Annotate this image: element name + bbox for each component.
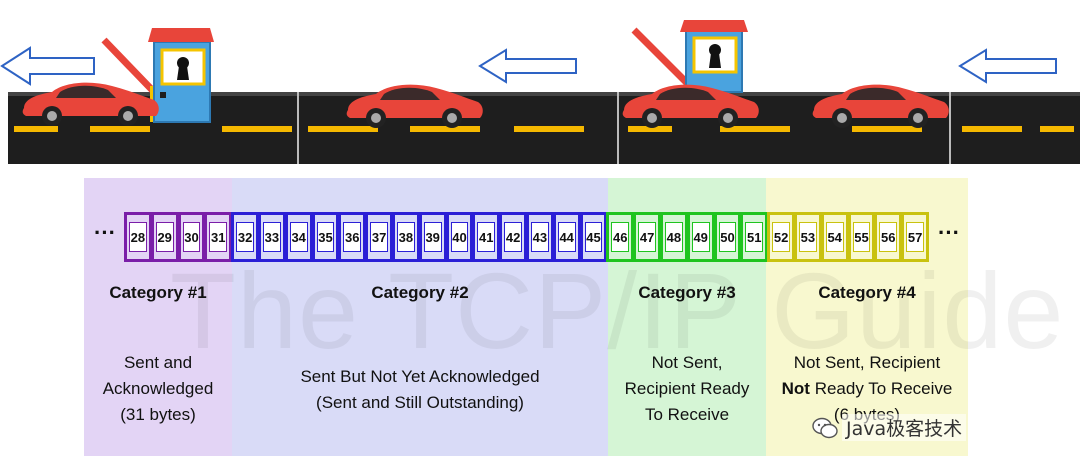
category-1-desc-line: Acknowledged [102, 379, 214, 398]
byte-number: 34 [289, 221, 308, 253]
byte-cell: 57 [901, 212, 929, 262]
byte-number: 32 [236, 221, 254, 253]
byte-number: 56 [879, 221, 898, 253]
byte-cell: 47 [633, 212, 661, 262]
category-4-title: Category #4 [818, 283, 916, 302]
byte-number: 35 [316, 221, 335, 253]
category-2-desc-line: Sent But Not Yet Acknowledged [300, 367, 540, 386]
byte-number: 51 [745, 221, 764, 253]
byte-number: 44 [557, 221, 576, 253]
byte-number: 30 [182, 221, 201, 253]
byte-cell: 52 [767, 212, 795, 262]
byte-number: 28 [129, 221, 147, 253]
byte-cell: 28 [124, 212, 152, 262]
byte-cell: 37 [365, 212, 393, 262]
byte-number: 57 [906, 221, 924, 253]
category-2-description: Sent But Not Yet Acknowledged (Sent and … [232, 364, 608, 416]
byte-cell: 32 [231, 212, 259, 262]
byte-cell: 42 [499, 212, 527, 262]
byte-number: 39 [423, 221, 442, 253]
byte-number: 53 [799, 221, 817, 253]
byte-number: 42 [504, 221, 522, 253]
category-1-title: Category #1 [109, 283, 207, 302]
category-4-desc-emphasis: Not [781, 379, 810, 398]
byte-cell: 31 [204, 212, 233, 262]
byte-cell: 43 [526, 212, 554, 262]
byte-cell: 40 [445, 212, 474, 262]
arrow-left-icon [958, 48, 1057, 84]
category-1-description: Sent and Acknowledged (31 bytes) [84, 350, 232, 428]
car-icon [622, 84, 759, 128]
byte-number: 49 [691, 221, 710, 253]
byte-number: 52 [772, 221, 790, 253]
category-2-title: Category #2 [371, 283, 469, 302]
car-icon [812, 84, 949, 128]
byte-number: 38 [397, 221, 415, 253]
byte-number: 31 [209, 221, 228, 253]
byte-cell: 30 [177, 212, 206, 262]
byte-cell: 56 [874, 212, 903, 262]
category-4-desc-rest: Ready To Receive [809, 379, 953, 398]
byte-number: 41 [477, 221, 496, 253]
chat-bubble-icon [812, 417, 838, 439]
road-scene [0, 20, 1080, 164]
lane-markings [14, 126, 1074, 132]
byte-number: 46 [611, 221, 630, 253]
arrow-left-icon [0, 46, 95, 86]
byte-cell: 53 [794, 212, 822, 262]
byte-cell: 55 [847, 212, 876, 262]
car-icon [22, 82, 159, 126]
toll-booth-icon [101, 28, 214, 123]
byte-cell: 38 [392, 212, 420, 262]
byte-cell: 33 [258, 212, 286, 262]
byte-cell: 51 [740, 212, 769, 262]
credit-text: Java极客技术 [842, 414, 967, 441]
category-2-desc-line: (Sent and Still Outstanding) [316, 393, 524, 412]
byte-number: 36 [343, 221, 362, 253]
category-3-title: Category #3 [638, 283, 736, 302]
byte-cell: 34 [284, 212, 313, 262]
byte-number: 29 [155, 221, 174, 253]
byte-number: 48 [665, 221, 683, 253]
category-3-desc-line: To Receive [644, 405, 730, 424]
category-4-desc-line: Not Sent, Recipient [793, 353, 941, 372]
byte-number: 55 [852, 221, 871, 253]
byte-cell: 29 [150, 212, 179, 262]
byte-cell: 50 [713, 212, 742, 262]
byte-number: 33 [263, 221, 281, 253]
byte-cell: 48 [660, 212, 688, 262]
byte-cell: 46 [606, 212, 635, 262]
byte-number: 47 [638, 221, 656, 253]
leading-ellipsis: ··· [94, 220, 116, 245]
category-3-description: Not Sent, Recipient Ready To Receive [608, 350, 766, 428]
byte-cell: 45 [579, 212, 608, 262]
toll-booth-icon [631, 20, 748, 93]
byte-cell: 44 [552, 212, 581, 262]
category-3-desc-line: Recipient Ready [624, 379, 750, 398]
byte-number: 50 [718, 221, 737, 253]
watermark: The TCP/IP Guide [170, 250, 1065, 371]
byte-cell: 41 [472, 212, 501, 262]
byte-number: 43 [531, 221, 549, 253]
byte-cell: 49 [686, 212, 715, 262]
category-4-desc-line: Not Ready To Receive [766, 376, 968, 402]
arrow-left-icon [478, 48, 577, 84]
byte-number: 40 [450, 221, 469, 253]
byte-number: 54 [825, 221, 844, 253]
byte-cell: 36 [338, 212, 367, 262]
byte-cell: 35 [311, 212, 340, 262]
category-3-desc-line: Not Sent, [651, 353, 723, 372]
trailing-ellipsis: ··· [938, 220, 960, 245]
byte-number: 45 [584, 221, 603, 253]
category-1-desc-line: Sent and [123, 353, 193, 372]
category-1-desc-line: (31 bytes) [120, 405, 196, 424]
byte-number: 37 [370, 221, 388, 253]
byte-cell: 39 [418, 212, 447, 262]
car-icon [346, 84, 483, 128]
byte-cell: 54 [820, 212, 849, 262]
